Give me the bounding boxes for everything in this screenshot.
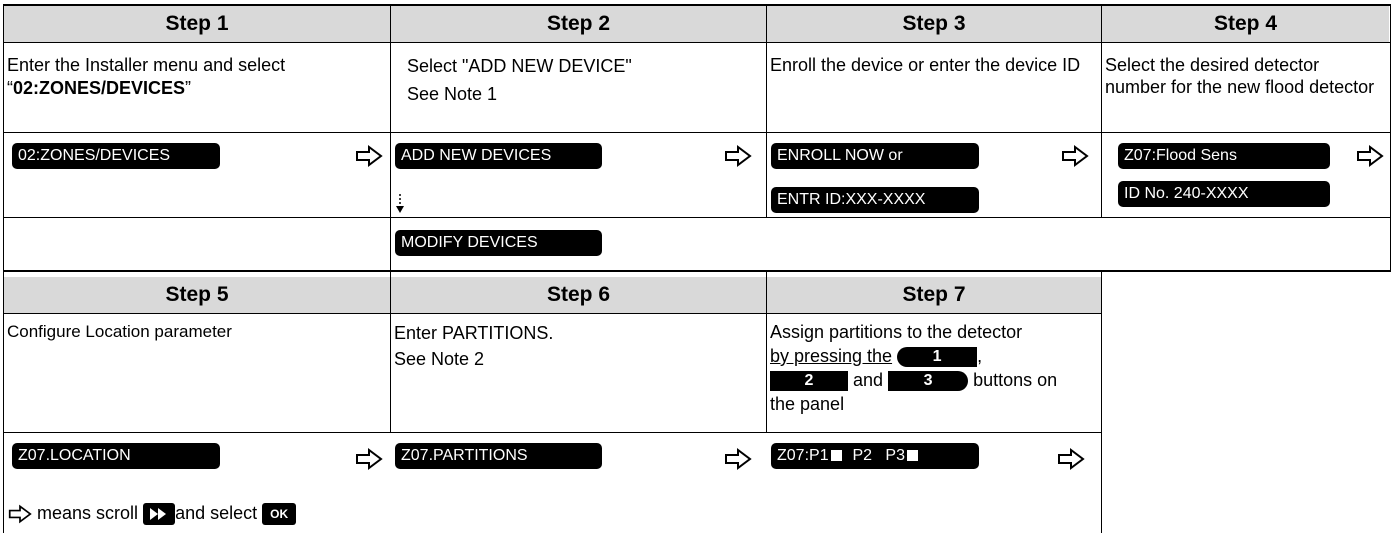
right-arrow-icon xyxy=(1062,145,1089,167)
step2-description: Select "ADD NEW DEVICE" See Note 1 xyxy=(395,50,765,112)
lcd-flood-sens: Z07:Flood Sens xyxy=(1118,143,1330,169)
table-border xyxy=(3,42,1391,43)
table-border xyxy=(1101,272,1102,533)
step3-header: Step 3 xyxy=(767,6,1101,42)
step2-desc-line1: Select "ADD NEW DEVICE" xyxy=(407,56,632,76)
dotted-down-arrow-icon xyxy=(396,194,404,213)
table-border xyxy=(390,4,391,217)
ok-icon: OK xyxy=(262,503,297,526)
step2-header: Step 2 xyxy=(391,6,766,42)
step6-desc-line2: See Note 2 xyxy=(394,349,485,369)
step6-desc-line1: Enter PARTITIONS. xyxy=(394,323,554,343)
table-border xyxy=(3,4,1391,6)
step7-desc-line4: the panel xyxy=(770,394,845,414)
p3-selected-square-icon xyxy=(906,450,918,461)
right-arrow-icon xyxy=(725,145,752,167)
right-arrow-icon xyxy=(356,145,383,167)
step7-and: and xyxy=(853,370,884,390)
lcd-partitions: Z07.PARTITIONS xyxy=(395,443,602,469)
lcd-location: Z07.LOCATION xyxy=(12,443,220,469)
lcd-zones-devices: 02:ZONES/DEVICES xyxy=(12,143,220,169)
right-arrow-icon xyxy=(8,504,32,524)
lcd-p2-label: P2 xyxy=(852,447,873,464)
right-arrow-icon xyxy=(1357,145,1384,167)
table-border xyxy=(3,4,4,272)
step1-description: Enter the Installer menu and select “02:… xyxy=(4,50,390,104)
fast-forward-icon xyxy=(143,503,176,526)
lcd-add-new-devices: ADD NEW DEVICES xyxy=(395,143,602,169)
step5-description: Configure Location parameter xyxy=(7,322,232,341)
key-3-button: 3 xyxy=(888,371,969,392)
table-border xyxy=(3,132,1391,133)
step1-desc-bold: 02:ZONES/DEVICES xyxy=(13,78,186,98)
lcd-modify-devices: MODIFY DEVICES xyxy=(395,230,602,256)
step7-desc-line1: Assign partitions to the detector xyxy=(770,322,1023,342)
lcd-id-number: ID No. 240-XXXX xyxy=(1118,181,1330,207)
table-border xyxy=(766,272,767,432)
lcd-enter-id: ENTR ID:XXX-XXXX xyxy=(771,187,979,213)
step1-desc-pre: Enter the Installer menu and select “ xyxy=(7,55,286,98)
step6-header: Step 6 xyxy=(391,277,766,313)
lcd-p1-label: Z07:P1 xyxy=(777,447,829,464)
table-border xyxy=(3,217,1391,218)
step7-buttons-on: buttons on xyxy=(973,370,1058,390)
lcd-p3-label: P3 xyxy=(885,447,905,464)
table-border xyxy=(3,432,1102,433)
legend-and-select: and select xyxy=(175,503,258,523)
table-border xyxy=(1390,4,1391,272)
step1-header: Step 1 xyxy=(4,6,390,42)
step4-header: Step 4 xyxy=(1102,6,1389,42)
table-border xyxy=(766,4,767,217)
table-border xyxy=(3,313,1102,314)
p1-selected-square-icon xyxy=(830,450,842,461)
step1-desc-post: ” xyxy=(185,78,192,98)
right-arrow-icon xyxy=(356,448,383,470)
step3-description: Enroll the device or enter the device ID xyxy=(770,55,1081,75)
right-arrow-icon xyxy=(725,448,752,470)
step2-desc-line2: See Note 1 xyxy=(407,84,498,104)
step7-header: Step 7 xyxy=(767,277,1101,313)
table-border xyxy=(390,217,391,272)
step7-comma: , xyxy=(977,346,983,366)
key-2-button: 2 xyxy=(770,371,848,392)
step7-desc-line2: by pressing the 1, xyxy=(770,344,1098,368)
legend: means scroll and select OK xyxy=(8,498,297,528)
step7-by-pressing: by pressing the xyxy=(770,346,893,366)
table-border xyxy=(390,272,391,432)
step6-description: Enter PARTITIONS. See Note 2 xyxy=(391,316,761,376)
step7-description: Assign partitions to the detector by pre… xyxy=(767,316,1101,420)
key-1-button: 1 xyxy=(897,347,978,368)
table-border xyxy=(3,270,1391,272)
step7-desc-line3: 2 and 3 buttons on xyxy=(770,368,1098,392)
step5-header: Step 5 xyxy=(4,277,390,313)
step4-description: Select the desired detector number for t… xyxy=(1105,55,1375,97)
lcd-enroll-now: ENROLL NOW or xyxy=(771,143,979,169)
right-arrow-icon xyxy=(1058,448,1085,470)
legend-means-scroll: means scroll xyxy=(37,503,139,523)
table-border xyxy=(1101,4,1102,217)
lcd-partition-select: Z07:P1 P2 P3 xyxy=(771,443,979,469)
table-border xyxy=(3,272,4,533)
